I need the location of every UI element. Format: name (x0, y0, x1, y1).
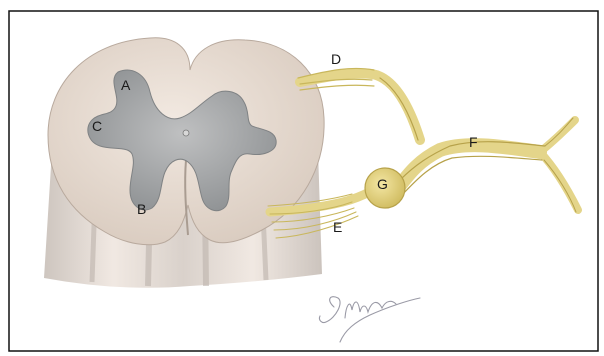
label-b: B (137, 201, 146, 217)
label-a: A (121, 77, 131, 93)
label-c: C (92, 118, 102, 134)
label-e: E (333, 219, 342, 235)
central-canal (183, 130, 189, 136)
label-d: D (331, 51, 341, 67)
label-f: F (469, 134, 478, 150)
label-g: G (377, 176, 388, 192)
